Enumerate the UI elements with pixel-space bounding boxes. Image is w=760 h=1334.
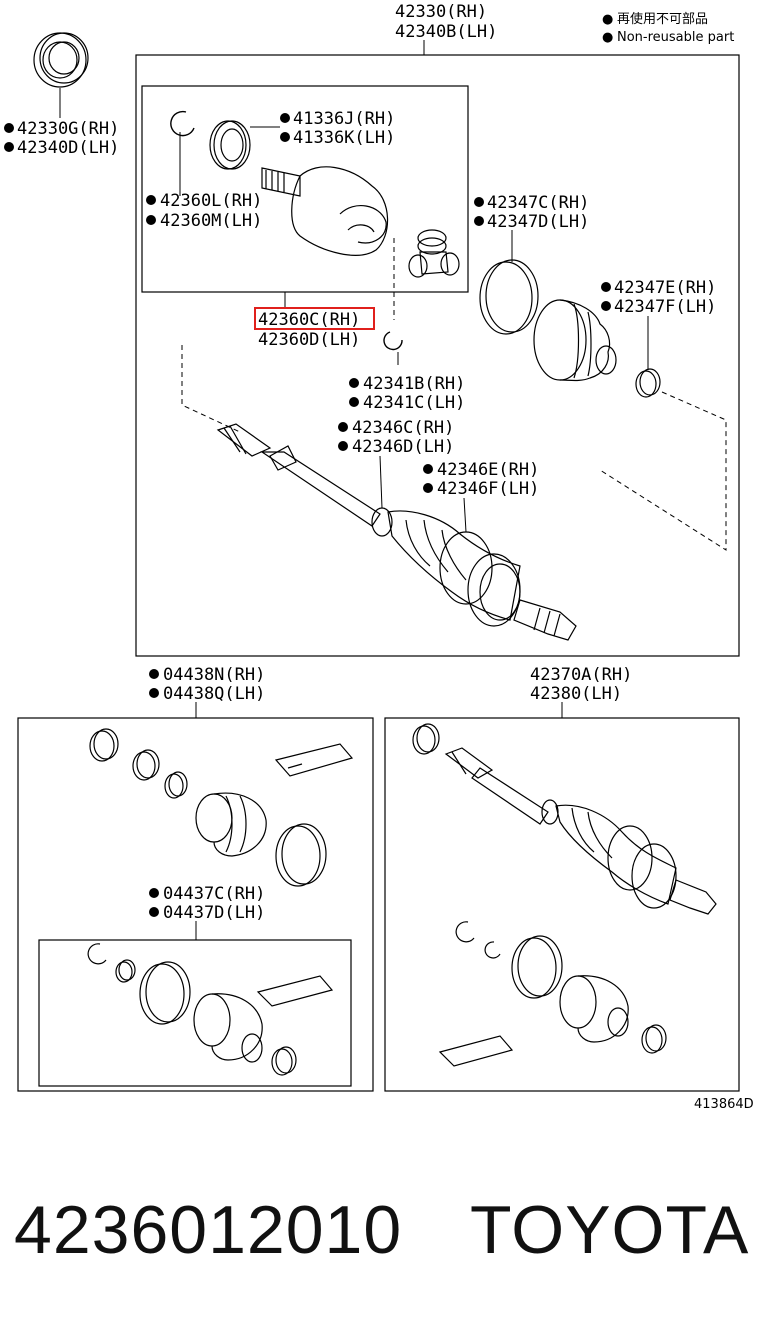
non-reusable-dot — [149, 669, 159, 679]
non-reusable-dot — [146, 215, 156, 225]
callout-inner-boot-kit-lh[interactable]: 04437D(LH) — [163, 903, 265, 923]
inner-boot-kit-parts-icon — [87, 943, 334, 1076]
legend-text-en: Non-reusable part — [617, 30, 734, 45]
boot-clamp-icon — [479, 259, 539, 335]
legend-dot: ● — [602, 30, 613, 45]
ring-icon — [209, 120, 251, 170]
non-reusable-dot — [423, 464, 433, 474]
callout-boot-kit-lh[interactable]: 04438Q(LH) — [163, 684, 265, 704]
non-reusable-dot — [423, 483, 433, 493]
callout-boot-clamp-rh[interactable]: 42347C(RH) — [487, 193, 589, 213]
boot-kit-parts-icon — [89, 728, 354, 887]
outer-shaft-parts-icon — [412, 723, 717, 1067]
boot-icon — [533, 299, 617, 382]
inner-joint-box — [141, 85, 469, 293]
callout-small-clamp-lh[interactable]: 42347F(LH) — [614, 297, 716, 317]
callout-inner-joint-lh[interactable]: 42360M(LH) — [160, 211, 262, 231]
legend-text-cn: 再使用不可部品 — [617, 11, 708, 27]
non-reusable-dot — [474, 216, 484, 226]
non-reusable-dot — [4, 142, 14, 152]
assembly-label-lh[interactable]: 42340B(LH) — [395, 22, 497, 42]
dashed-line — [181, 345, 241, 433]
illustration-id: 413864D — [694, 1097, 754, 1112]
leader-line — [463, 497, 467, 533]
non-reusable-dot — [149, 688, 159, 698]
brand-name: TOYOTA — [470, 1192, 750, 1268]
outer-shaft-box — [384, 717, 740, 1092]
leader-line — [379, 455, 383, 509]
legend-dot: ● — [602, 12, 613, 27]
oil-seal-icon — [33, 32, 89, 88]
callout-snap-ring-rh[interactable]: 42341B(RH) — [363, 374, 465, 394]
highlight-box — [254, 307, 375, 330]
callout-seal-rh[interactable]: 42330G(RH) — [17, 119, 119, 139]
callout-damper-clamp-lh[interactable]: 42346D(LH) — [352, 437, 454, 457]
part-number: 4236012010 — [14, 1192, 403, 1268]
non-reusable-dot — [338, 441, 348, 451]
callout-ring-rh[interactable]: 41336J(RH) — [293, 109, 395, 129]
non-reusable-dot — [149, 907, 159, 917]
snap-ring-icon — [170, 110, 195, 137]
callout-outer-clamp-rh[interactable]: 42346E(RH) — [437, 460, 539, 480]
main-frame — [135, 54, 740, 657]
callout-inboard-joint-rh[interactable]: 42360C(RH) — [258, 310, 360, 330]
small-clamp-icon — [635, 368, 661, 398]
non-reusable-dot — [349, 378, 359, 388]
callout-outer-shaft-rh[interactable]: 42370A(RH) — [530, 665, 632, 685]
non-reusable-dot — [280, 113, 290, 123]
callout-ring-lh[interactable]: 41336K(LH) — [293, 128, 395, 148]
non-reusable-dot — [149, 888, 159, 898]
non-reusable-dot — [474, 197, 484, 207]
non-reusable-dot — [146, 195, 156, 205]
callout-outer-shaft-lh[interactable]: 42380(LH) — [530, 684, 622, 704]
non-reusable-dot — [338, 422, 348, 432]
dashed-line — [599, 391, 727, 551]
drive-shaft-icon — [216, 423, 577, 641]
callout-inboard-joint-lh[interactable]: 42360D(LH) — [258, 330, 360, 350]
non-reusable-dot — [4, 123, 14, 133]
boot-kit-box — [17, 717, 374, 1092]
callout-snap-ring-lh[interactable]: 42341C(LH) — [363, 393, 465, 413]
legend: ● 再使用不可部品 ● Non-reusable part — [602, 11, 734, 45]
callout-damper-clamp-rh[interactable]: 42346C(RH) — [352, 418, 454, 438]
callout-inner-joint-rh[interactable]: 42360L(RH) — [160, 191, 262, 211]
callout-small-clamp-rh[interactable]: 42347E(RH) — [614, 278, 716, 298]
non-reusable-dot — [280, 132, 290, 142]
inner-boot-kit-box — [38, 939, 352, 1087]
callout-outer-clamp-lh[interactable]: 42346F(LH) — [437, 479, 539, 499]
non-reusable-dot — [601, 301, 611, 311]
callout-seal-lh[interactable]: 42340D(LH) — [17, 138, 119, 158]
tripod-icon — [408, 229, 460, 278]
assembly-label-rh[interactable]: 42330(RH) — [395, 2, 487, 22]
non-reusable-dot — [349, 397, 359, 407]
callout-boot-clamp-lh[interactable]: 42347D(LH) — [487, 212, 589, 232]
non-reusable-dot — [601, 282, 611, 292]
inner-joint-housing-icon — [261, 166, 389, 256]
snap-ring-icon — [383, 331, 403, 351]
callout-boot-kit-rh[interactable]: 04438N(RH) — [163, 665, 265, 685]
callout-inner-boot-kit-rh[interactable]: 04437C(RH) — [163, 884, 265, 904]
